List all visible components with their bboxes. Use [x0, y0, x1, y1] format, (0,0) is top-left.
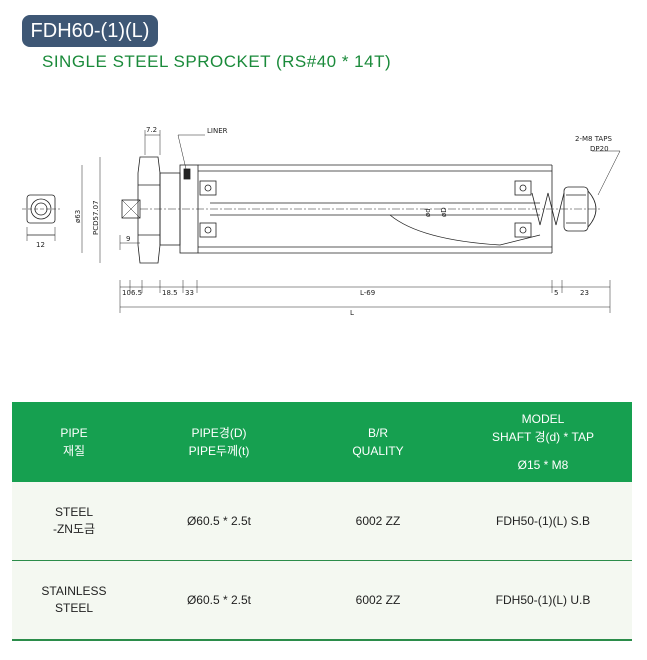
depth-label: DP20 — [590, 145, 609, 153]
model-cell: FDH50-(1)(L) U.B — [454, 560, 632, 641]
table-row: STAINLESS STEEL Ø60.5 * 2.5t 6002 ZZ FDH… — [12, 560, 632, 641]
product-subtitle: SINGLE STEEL SPROCKET (RS#40 * 14T) — [42, 52, 392, 71]
dim-12: 12 — [36, 241, 45, 249]
technical-drawing: 7.2 LINER 2-M8 TAPS DP20 ø63 PCD57.07 12… — [0, 95, 647, 350]
dim-total-l: L — [350, 309, 354, 317]
model-cell: FDH50-(1)(L) S.B — [454, 482, 632, 561]
header-pipe-size: PIPE경(D) PIPE두께(t) — [136, 402, 302, 482]
model-badge: FDH60-(1)(L) — [22, 15, 158, 47]
material-cell: STAINLESS STEEL — [12, 560, 136, 641]
material-cell: STEEL -ZN도금 — [12, 482, 136, 561]
dia-63-label: ø63 — [74, 210, 82, 223]
taps-label: 2-M8 TAPS — [575, 135, 612, 143]
dim-10: 10 — [122, 289, 131, 297]
dimension-lines — [81, 130, 621, 313]
sprocket — [121, 156, 161, 264]
table-row: STEEL -ZN도금 Ø60.5 * 2.5t 6002 ZZ FDH50-(… — [12, 482, 632, 561]
dim-6-5: 6.5 — [131, 289, 142, 297]
dia-d-label: ød — [424, 208, 432, 217]
dim-l-69: L-69 — [360, 289, 375, 297]
pipe-cell: Ø60.5 * 2.5t — [136, 560, 302, 641]
dim-33: 33 — [185, 289, 194, 297]
dim-18-5: 18.5 — [162, 289, 178, 297]
header-pipe-material: PIPE 재질 — [12, 402, 136, 482]
pcd-label: PCD57.07 — [92, 200, 100, 235]
dia-D-label: øD — [440, 207, 448, 217]
spring-nut — [531, 186, 597, 232]
spec-table: PIPE 재질 PIPE경(D) PIPE두께(t) B/R QUALITY M… — [12, 402, 632, 641]
liner-label: LINER — [207, 127, 228, 135]
quality-cell: 6002 ZZ — [302, 560, 454, 641]
dim-7-2: 7.2 — [146, 126, 157, 134]
pipe-body — [140, 164, 600, 254]
header-model: MODEL SHAFT 경(d) * TAP Ø15 * M8 — [454, 402, 632, 482]
end-view — [22, 194, 60, 241]
table-header-row: PIPE 재질 PIPE경(D) PIPE두께(t) B/R QUALITY M… — [12, 402, 632, 482]
dim-5: 5 — [554, 289, 558, 297]
dim-23: 23 — [580, 289, 589, 297]
pipe-cell: Ø60.5 * 2.5t — [136, 482, 302, 561]
dim-9: 9 — [126, 235, 130, 243]
header-bearing-quality: B/R QUALITY — [302, 402, 454, 482]
quality-cell: 6002 ZZ — [302, 482, 454, 561]
